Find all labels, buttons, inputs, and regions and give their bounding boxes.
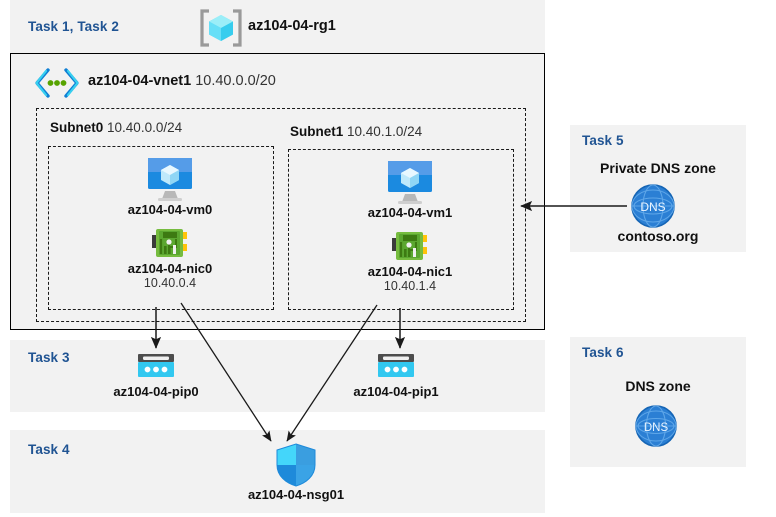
resource-group-panel <box>10 0 545 53</box>
subnet0-box <box>48 146 274 310</box>
subnet0-name: Subnet0 <box>50 120 104 135</box>
subnets-container <box>36 108 526 322</box>
virtual-machine-icon <box>115 156 225 202</box>
nic1-label: az104-04-nic1 <box>367 264 453 279</box>
nic0-node: az104-04-nic0 10.40.0.4 <box>115 225 225 291</box>
nic1-node: az104-04-nic1 10.40.1.4 <box>355 228 465 294</box>
task-label-3: Task 3 <box>28 350 70 365</box>
pip1-node: az104-04-pip1 <box>348 352 444 399</box>
virtual-network-icon <box>33 66 81 100</box>
subnet0-label: Subnet0 10.40.0.0/24 <box>50 120 182 135</box>
private-dns-zone-title: Private DNS zone <box>600 160 716 176</box>
subnet1-box <box>288 149 514 310</box>
vm1-node: az104-04-vm1 <box>355 159 465 220</box>
task-label-4: Task 4 <box>28 442 70 457</box>
subnet0-cidr: 10.40.0.0/24 <box>107 120 183 135</box>
pip1-label: az104-04-pip1 <box>353 384 439 399</box>
network-security-group-shield-icon <box>216 443 376 487</box>
task4-panel <box>10 430 545 513</box>
virtual-network-title: az104-04-vnet1 10.40.0.0/20 <box>88 73 276 89</box>
resource-group-icon <box>198 8 244 48</box>
task-label-6: Task 6 <box>582 345 624 360</box>
pip0-label: az104-04-pip0 <box>113 384 199 399</box>
task-label-1-2: Task 1, Task 2 <box>28 19 119 34</box>
dns-globe-icon: DNS <box>630 183 676 229</box>
nic1-ip: 10.40.1.4 <box>383 279 437 293</box>
svg-text:DNS: DNS <box>644 422 669 434</box>
nsg-node: az104-04-nsg01 <box>216 443 376 502</box>
arrow-nic1-to-nsg <box>286 304 378 442</box>
nsg-label: az104-04-nsg01 <box>247 487 345 502</box>
svg-text:DNS: DNS <box>640 200 665 214</box>
dns-globe-icon: DNS <box>634 404 678 448</box>
dns-zone-title: DNS zone <box>625 378 691 394</box>
resource-group-name: az104-04-rg1 <box>248 18 336 34</box>
subnet1-cidr: 10.40.1.0/24 <box>347 124 423 139</box>
task-label-5: Task 5 <box>582 133 624 148</box>
arrow-nic0-to-nsg <box>180 302 272 442</box>
vnet-name: az104-04-vnet1 <box>88 73 192 89</box>
nic0-ip: 10.40.0.4 <box>143 276 197 290</box>
nic0-label: az104-04-nic0 <box>127 261 213 276</box>
public-ip-address-icon <box>348 352 444 384</box>
subnet1-label: Subnet1 10.40.1.0/24 <box>290 124 422 139</box>
vm1-label: az104-04-vm1 <box>367 205 453 220</box>
public-ip-address-icon <box>108 352 204 384</box>
task3-panel <box>10 340 545 412</box>
private-dns-zone-name: contoso.org <box>617 228 699 244</box>
network-interface-icon <box>355 228 465 264</box>
virtual-network-box <box>10 53 545 330</box>
pip0-node: az104-04-pip0 <box>108 352 204 399</box>
subnet1-name: Subnet1 <box>290 124 344 139</box>
vm0-node: az104-04-vm0 <box>115 156 225 217</box>
vm0-label: az104-04-vm0 <box>127 202 213 217</box>
network-interface-icon <box>115 225 225 261</box>
virtual-machine-icon <box>355 159 465 205</box>
vnet-address-space: 10.40.0.0/20 <box>195 73 276 89</box>
